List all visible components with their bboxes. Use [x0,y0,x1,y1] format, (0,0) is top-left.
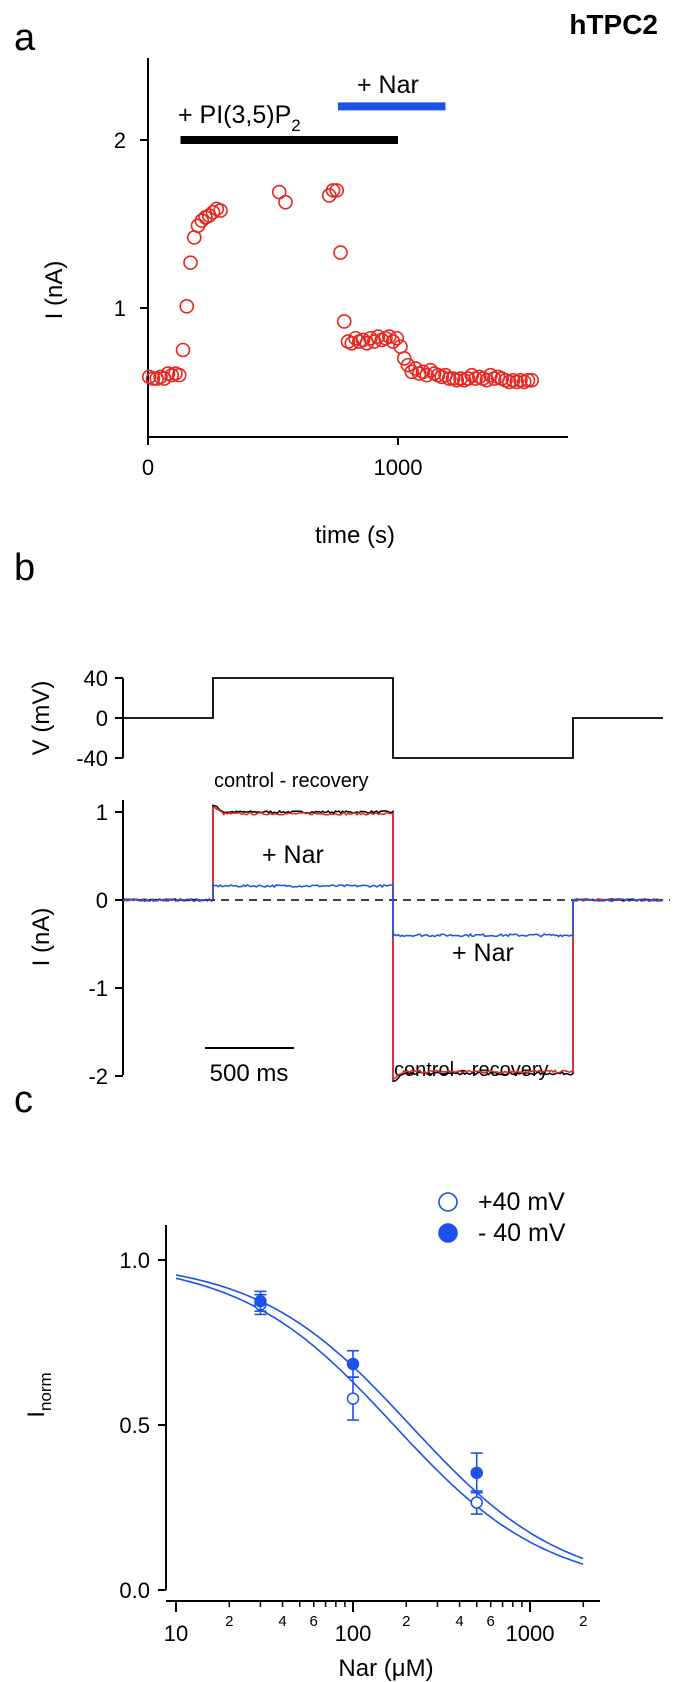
xlabel-main: Nar ( [338,1655,391,1682]
panel-a-data-point [460,371,476,386]
legend-marker-minus40mv [438,1223,458,1243]
data-point-plus40mv [346,1392,360,1405]
panel-a-data-point [205,204,221,220]
control-recovery-label-bottom: control - recovery [394,1059,549,1081]
nar-label-bottom: + Nar [452,939,514,967]
data-point-minus40mv [346,1357,360,1371]
panel-c-minor-tick-label: 4 [455,1613,463,1630]
panel-a-data-point [423,362,438,378]
panel-c-minor-tick-label: 2 [225,1613,233,1630]
panel-a-data-point [179,299,195,314]
current-ylabel: I (nA) [28,908,55,967]
panel-a-data-point [333,245,348,260]
panel-a-data-point [336,314,352,329]
panel-a-data-point [385,334,401,349]
nar-bar-label: + Nar [357,71,419,99]
legend-label-minus40mv: - 40 mV [478,1219,566,1247]
xlabel-mu: μ [392,1655,406,1682]
panel-a-data-point [441,371,457,386]
panel-a-xlabel: time (s) [315,522,395,549]
panel-a-data-point [213,203,228,218]
panel-b-traces: V (mV) I (nA) 500 ms control - recovery … [28,666,670,1089]
voltage-ylabel: V (mV) [28,681,55,756]
panel-c-xlabel: Nar (μM) [338,1655,433,1682]
panel-label-c: c [14,1079,33,1121]
panel-a-data-point [355,332,371,348]
panel-a-data-point [520,372,536,388]
pi35p2-label-main: + PI(3,5)P [178,101,291,129]
voltage-ytick-label: -40 [76,746,108,771]
pi35p2-bar-label: + PI(3,5)P2 [178,101,301,135]
panel-a-xtick-label: 0 [142,455,154,480]
panel-c-minor-tick-label: 6 [310,1613,318,1630]
panel-a-data-point [145,371,161,386]
panel-c-xtick-label: 1000 [506,1621,555,1646]
panel-a-ytick-label: 1 [114,296,126,321]
panel-label-a: a [14,17,36,59]
panel-a-ytick-label: 2 [114,128,126,153]
legend-label-plus40mv: +40 mV [478,1188,565,1216]
time-scalebar-label: 500 ms [210,1060,289,1087]
panel-c-xtick-label: 10 [164,1621,188,1646]
panel-a-ylabel: I (nA) [41,261,68,320]
data-point-minus40mv [470,1466,483,1480]
voltage-ytick-label: 40 [84,666,108,691]
panel-a-data-point [415,364,431,380]
inorm-sub: norm [36,1372,55,1411]
current-ytick-label: 0 [96,888,108,913]
panel-a-data-point [363,330,378,346]
panel-a-xtick-label: 1000 [374,455,423,480]
panel-c-minor-tick-label: 6 [487,1613,495,1630]
panel-c-dose-response: Inorm Nar (μM) 10 100 1000 2 4 6 2 4 6 2 0.0 0.5 1.0… [23,1188,600,1682]
legend-marker-plus40mv [438,1192,458,1212]
pi35p2-label-sub: 2 [291,116,300,135]
fit-curve-plus40mv [175,1277,584,1565]
panel-a-data-point [171,367,187,383]
panel-a-data-point [389,330,405,346]
voltage-protocol-trace [123,677,663,759]
panel-a-data-point [325,183,341,198]
panel-label-b: b [14,547,35,589]
panel-a-data-point [404,364,420,380]
xlabel-unit: M) [406,1655,434,1682]
panel-c-minor-tick-label: 4 [278,1613,286,1630]
current-ytick-label: -1 [88,976,108,1001]
panel-a-data-point [175,342,191,358]
panel-a-data-point [278,194,293,210]
voltage-ytick-label: 0 [96,706,108,731]
figure-title: hTPC2 [569,9,658,40]
panel-c-xtick-label: 100 [335,1621,372,1646]
current-trace-recovery [122,806,664,1082]
panel-a-data-point [329,183,345,198]
nar-label-top: + Nar [262,841,324,869]
panel-a-data-point [370,329,386,344]
current-ytick-label: -2 [88,1064,108,1089]
current-ytick-label: 1 [96,800,108,825]
panel-c-minor-tick-label: 2 [579,1613,587,1630]
fit-curve-minus40mv [175,1274,584,1560]
data-point-minus40mv [254,1295,267,1308]
panel-c-ytick-label: 0.0 [119,1578,150,1603]
panel-c-ylabel: Inorm [23,1372,55,1417]
panel-c-ytick-label: 1.0 [119,1248,150,1273]
panel-c-ytick-label: 0.5 [119,1413,150,1438]
panel-c-minor-tick-label: 2 [402,1613,410,1630]
current-trace-nar [122,883,664,939]
panel-a-data-point [194,213,210,228]
panel-a-data-point [183,255,198,270]
data-point-plus40mv [470,1496,483,1509]
panel-a-data-point [524,372,540,388]
inorm-main: I [23,1411,50,1418]
control-recovery-label-top: control - recovery [214,770,369,792]
